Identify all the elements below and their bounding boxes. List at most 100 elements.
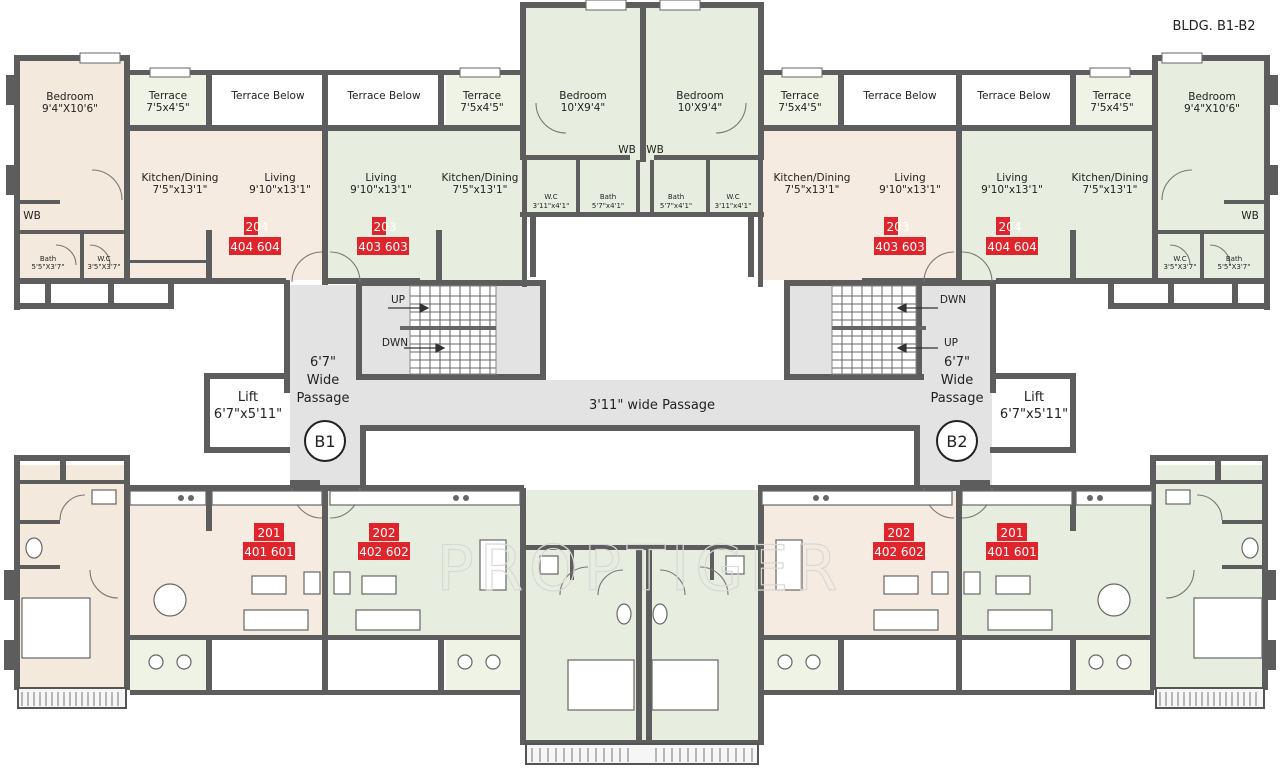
- passage-labels: 6'7" Wide Passage 6'7" Wide Passage 3'11…: [297, 355, 984, 413]
- unit-tag-top-5: 201: [258, 526, 281, 540]
- kitchen-3-dim: 7'5"x13'1": [784, 184, 839, 196]
- stair-arrows: [388, 303, 938, 353]
- bedroom-right-name: Bedroom: [1188, 91, 1236, 103]
- bath-right-name: Bath: [1226, 255, 1242, 263]
- bedroom-left-dim: 9'4"X10'6": [42, 103, 98, 115]
- terrace-1-dim: 7'5x4'5": [146, 102, 190, 114]
- watermark: PROPTIGER: [436, 532, 843, 605]
- kitchen-4-dim: 7'5"x13'1": [1082, 184, 1137, 196]
- unit-tags-bottom: 201 401 601 202 402 602 202 402 602 201 …: [243, 523, 1038, 560]
- lift-left-dim: 6'7"x5'11": [214, 407, 282, 422]
- living-1-name: Living: [264, 172, 295, 184]
- wc-right-dim: 3'5"X3'7": [1164, 263, 1197, 271]
- living-1-dim: 9'10"x13'1": [249, 184, 311, 196]
- bedroom-right-dim: 9'4"X10'6": [1184, 103, 1240, 115]
- unit-tag-bottom-7: 402 602: [874, 545, 924, 559]
- unit-tag-top-6: 202: [373, 526, 396, 540]
- passage-right-l1: 6'7": [944, 355, 970, 370]
- terrace-below-4: Terrace Below: [976, 90, 1051, 102]
- wb-1: WB: [23, 210, 41, 222]
- wb-3: WB: [646, 144, 664, 156]
- bedroom-c1-dim: 10'X9'4": [561, 102, 606, 114]
- living-2-dim: 9'10"x13'1": [350, 184, 412, 196]
- unit-tag-bottom-8: 401 601: [987, 545, 1037, 559]
- unit-tag-top-2: 203: [374, 220, 397, 234]
- lift-right-dim: 6'7"x5'11": [1000, 407, 1068, 422]
- unit-tag-bottom-4: 404 604: [987, 240, 1037, 254]
- bath-c2-name: Bath: [668, 193, 684, 201]
- kitchen-2-name: Kitchen/Dining: [442, 172, 519, 184]
- labels-top: BLDG. B1-B2 Bedroom 9'4"X10'6" Terrace 7…: [23, 19, 1259, 271]
- kitchen-3-name: Kitchen/Dining: [774, 172, 851, 184]
- terrace-below-2: Terrace Below: [346, 90, 421, 102]
- unit-tag-bottom-5: 401 601: [244, 545, 294, 559]
- bedroom-c1-name: Bedroom: [559, 90, 607, 102]
- bath-left-dim: 5'5"X3'7": [32, 263, 65, 271]
- unit-tag-bottom-2: 403 603: [358, 240, 408, 254]
- passage-left-l1: 6'7": [310, 355, 336, 370]
- living-4-name: Living: [996, 172, 1027, 184]
- bath-c1-name: Bath: [600, 193, 616, 201]
- passage-left-l3: Passage: [297, 391, 350, 406]
- terrace-3-dim: 7'5x4'5": [778, 102, 822, 114]
- stair-labels: UP DWN DWN UP: [382, 294, 966, 349]
- windows: [79, 0, 1203, 78]
- stair-dwn-right: DWN: [940, 294, 966, 306]
- wc-right-name: W.C: [1173, 255, 1186, 263]
- bedroom-c2-name: Bedroom: [676, 90, 724, 102]
- terrace-2-dim: 7'5x4'5": [460, 102, 504, 114]
- wc-c1-name: W.C: [544, 193, 557, 201]
- stair-left: [400, 285, 497, 375]
- bath-right-dim: 5'5"X3'7": [1218, 263, 1251, 271]
- living-3-dim: 9'10"x13'1": [879, 184, 941, 196]
- passage-main: 3'11" wide Passage: [589, 398, 715, 413]
- lift-left-name: Lift: [238, 390, 258, 405]
- wc-c1-dim: 3'11"x4'1": [533, 202, 570, 210]
- wb-4: WB: [1241, 210, 1259, 222]
- unit-tags-top: 204 404 604 203 403 603 203 403 603 204 …: [229, 217, 1038, 255]
- bath-c2-dim: 5'7"x4'1": [660, 202, 692, 210]
- kitchen-4-name: Kitchen/Dining: [1072, 172, 1149, 184]
- living-2-name: Living: [365, 172, 396, 184]
- passage-right-l2: Wide: [941, 373, 973, 388]
- bath-left-name: Bath: [40, 255, 56, 263]
- bedroom-left-name: Bedroom: [46, 91, 94, 103]
- walls: [4, 2, 1278, 750]
- unit-tag-bottom-1: 404 604: [230, 240, 280, 254]
- kitchen-2-dim: 7'5"x13'1": [452, 184, 507, 196]
- stair-dwn-left: DWN: [382, 337, 408, 349]
- unit-tag-top-8: 201: [1001, 526, 1024, 540]
- terrace-below-3: Terrace Below: [862, 90, 937, 102]
- stair-up-right: UP: [944, 337, 958, 349]
- living-4-dim: 9'10"x13'1": [981, 184, 1043, 196]
- living-3-name: Living: [894, 172, 925, 184]
- block-b1: B1: [314, 432, 335, 451]
- terrace-3-name: Terrace: [780, 90, 819, 102]
- building-title: BLDG. B1-B2: [1172, 19, 1255, 34]
- unit-tag-bottom-6: 402 602: [359, 545, 409, 559]
- wc-left-name: W.C: [97, 255, 110, 263]
- stair-right: [831, 285, 926, 375]
- unit-tag-top-4: 204: [999, 220, 1022, 234]
- wb-2: WB: [618, 144, 636, 156]
- furniture: [21, 489, 1263, 711]
- unit-tag-bottom-3: 403 603: [875, 240, 925, 254]
- wc-c2-name: W.C: [726, 193, 739, 201]
- terrace-1-name: Terrace: [148, 90, 187, 102]
- terrace-4-name: Terrace: [1092, 90, 1131, 102]
- block-b2: B2: [946, 432, 967, 451]
- terrace-2-name: Terrace: [462, 90, 501, 102]
- unit-tag-top-7: 202: [888, 526, 911, 540]
- bedroom-c2-dim: 10'X9'4": [678, 102, 723, 114]
- wc-c2-dim: 3'11"x4'1": [715, 202, 752, 210]
- lift-right-name: Lift: [1024, 390, 1044, 405]
- stair-up-left: UP: [391, 294, 405, 306]
- bath-c1-dim: 5'7"x4'1": [592, 202, 624, 210]
- terrace-below-1: Terrace Below: [230, 90, 305, 102]
- railings: [17, 687, 1265, 765]
- unit-tag-top-1: 204: [246, 220, 269, 234]
- unit-tag-top-3: 203: [887, 220, 910, 234]
- passage-right-l3: Passage: [931, 391, 984, 406]
- wc-left-dim: 3'5"X3'7": [88, 263, 121, 271]
